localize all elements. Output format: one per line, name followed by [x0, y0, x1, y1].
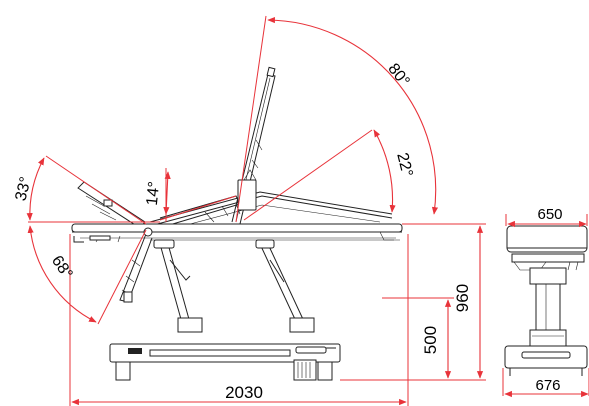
height-min-label: 500: [421, 326, 440, 354]
table-top-flat: [71, 223, 403, 243]
angle-leg-mid-label: 14°: [144, 181, 163, 207]
length-label: 2030: [225, 383, 263, 402]
head-section-33: [77, 181, 146, 229]
dimension-labels: 2030 960 500 650 676: [225, 206, 562, 402]
angle-back-up-label: 80°: [384, 60, 412, 90]
angle-head-up-label: 33°: [12, 175, 34, 203]
base-frame: [109, 343, 341, 381]
end-view-table: [504, 225, 588, 376]
leg-section-14: [159, 169, 257, 227]
angle-head-down-label: 68°: [48, 253, 76, 283]
height-max-label: 960: [453, 284, 472, 312]
angle-back-mid-label: 22°: [393, 151, 415, 179]
angle-lines: [26, 15, 439, 325]
side-view-table: [71, 66, 403, 381]
dimension-lines: [28, 214, 589, 406]
lift-arms: [153, 239, 315, 333]
top-width-label: 650: [537, 206, 562, 223]
base-width-label: 676: [535, 377, 560, 394]
angle-labels: 80° 22° 14° 33° 68°: [12, 60, 415, 282]
head-section-68: [119, 233, 153, 303]
